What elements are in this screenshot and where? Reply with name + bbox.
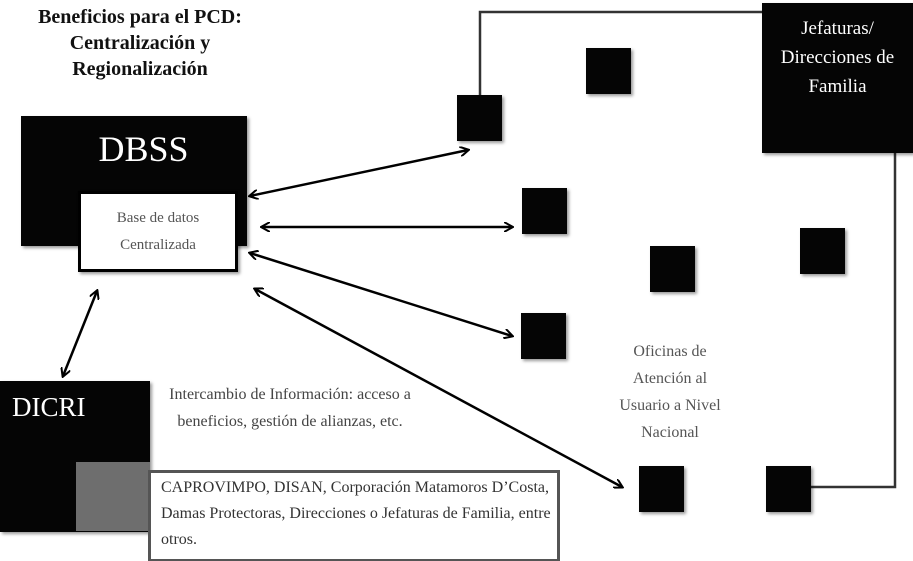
central-database-label: Base de datos Centralizada: [116, 209, 200, 253]
exchange-text: Intercambio de Información: acceso a ben…: [169, 386, 411, 430]
office-square: [800, 228, 845, 274]
dbss-label: DBSS: [98, 129, 189, 169]
connector-line-top: [478, 10, 762, 95]
central-database-box: Base de datos Centralizada: [78, 191, 238, 272]
office-square: [457, 95, 502, 141]
office-square: [766, 466, 811, 512]
connector-line-right: [811, 153, 897, 489]
gray-square: [76, 462, 150, 531]
arrow-dbss-office-1: [250, 150, 468, 196]
office-square: [522, 188, 567, 234]
office-square: [639, 466, 684, 512]
diagram-title: Beneficios para el PCD: Centralización y…: [38, 6, 242, 80]
partners-box: CAPROVIMPO, DISAN, Corporación Matamoros…: [148, 470, 560, 561]
office-square: [586, 48, 631, 94]
arrow-dbss-office-3: [250, 253, 512, 336]
dicri-label: DICRI: [12, 392, 86, 422]
office-square: [521, 313, 566, 359]
offices-label: Oficinas de Atención al Usuario a Nivel …: [619, 343, 721, 441]
office-square: [650, 246, 695, 292]
family-heads-label: Jefaturas/ Direcciones de Familia: [780, 18, 895, 97]
arrow-dbss-dicri: [63, 291, 97, 376]
family-heads-box: [762, 3, 913, 153]
arrow-dbss-office-4: [255, 289, 622, 487]
